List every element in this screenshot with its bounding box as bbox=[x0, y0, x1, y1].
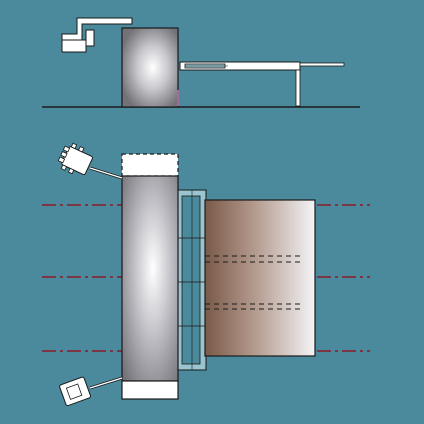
wood-log bbox=[204, 199, 316, 357]
centerlines bbox=[42, 204, 370, 352]
guide-frame bbox=[175, 189, 207, 371]
top-drum bbox=[121, 153, 179, 400]
side-cutter-arm bbox=[61, 17, 133, 53]
cutter-head-icon bbox=[57, 142, 123, 180]
side-drum bbox=[121, 27, 179, 108]
top-view bbox=[42, 142, 370, 407]
side-feed-table bbox=[179, 61, 345, 107]
lower-cutter-head-icon bbox=[59, 376, 123, 407]
side-view bbox=[42, 17, 360, 108]
